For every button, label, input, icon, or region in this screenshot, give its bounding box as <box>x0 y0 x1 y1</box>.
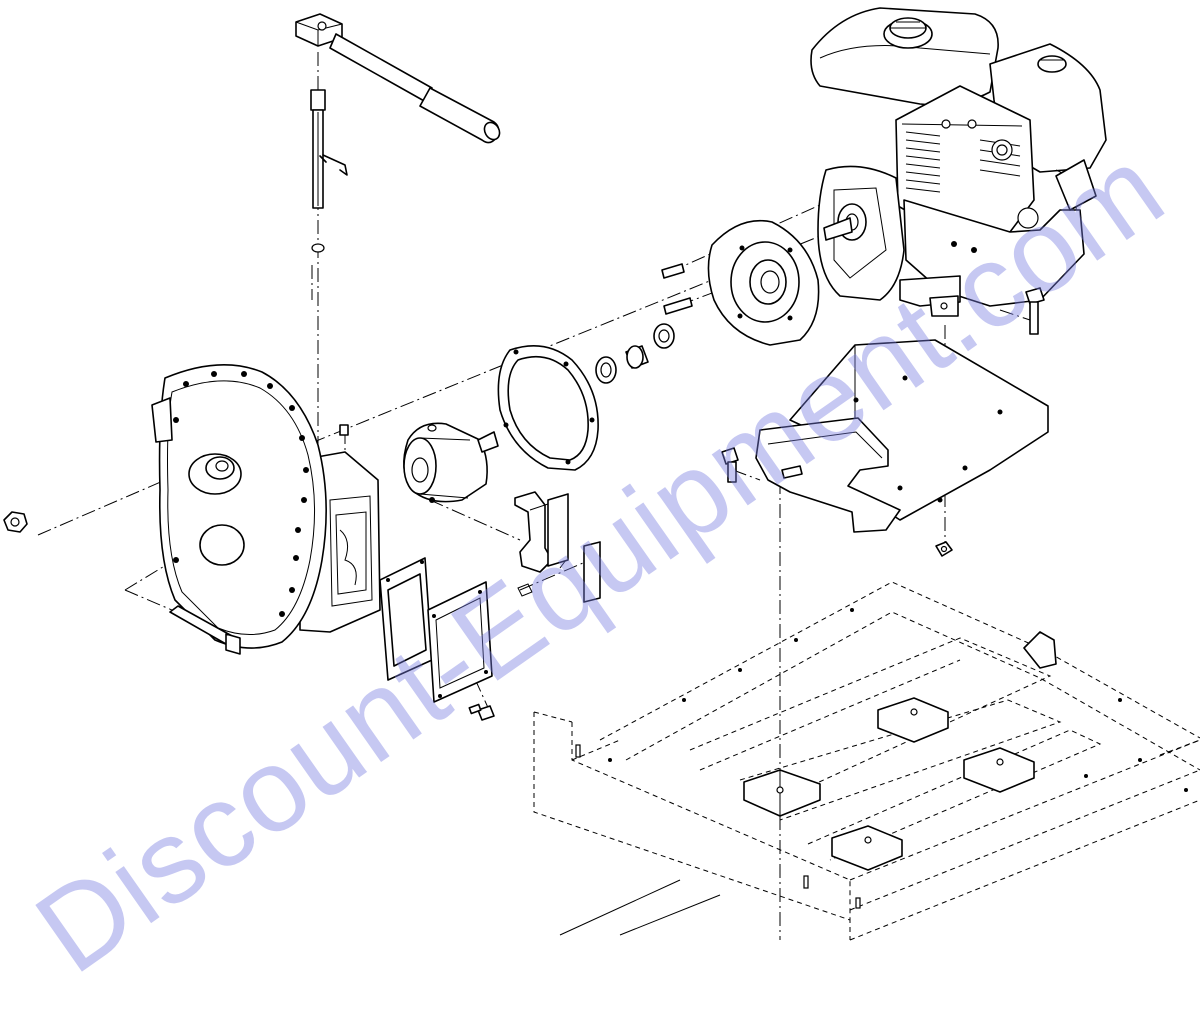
engine <box>810 7 1107 317</box>
engine-mount-bolt <box>1025 287 1045 335</box>
long-bolt <box>169 605 241 655</box>
shift-rod <box>310 89 348 253</box>
u-channel-bracket <box>755 417 901 533</box>
cover-screw <box>468 703 495 721</box>
clutch-assembly <box>403 422 499 503</box>
gasket-ring <box>497 344 599 471</box>
shift-handle <box>295 13 501 144</box>
shift-fork <box>514 491 601 603</box>
bearing-set <box>595 263 693 384</box>
side-cover-plate <box>427 581 493 703</box>
engine-flange-plate <box>707 219 820 346</box>
hex-bolt-mid <box>721 447 739 483</box>
side-cover-gasket <box>379 557 433 681</box>
base-frame <box>533 581 1200 941</box>
hex-nut-left <box>3 511 28 533</box>
ground-lines <box>559 879 721 936</box>
hex-nut-small <box>935 541 953 557</box>
gear-case-housing <box>151 364 381 649</box>
